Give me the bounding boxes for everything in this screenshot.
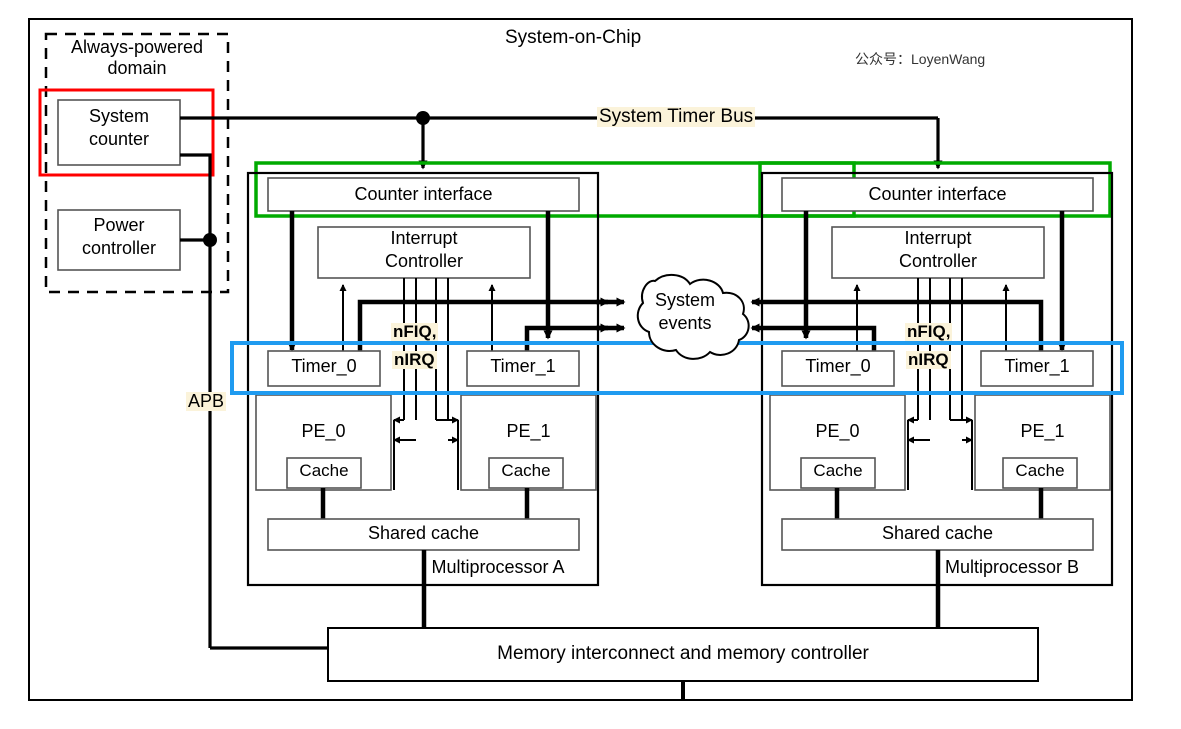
cache-pe1-a-box xyxy=(488,457,564,489)
nirq-label-b: nIRQ xyxy=(906,350,951,369)
apb-junction-dot xyxy=(203,233,217,247)
counter-interface-b-box xyxy=(781,177,1094,212)
system-events-label-line1: System xyxy=(654,290,715,310)
timer1-b-box xyxy=(980,350,1094,387)
apb-label: APB xyxy=(186,391,227,411)
system-counter-label-line1: System xyxy=(88,106,149,126)
pe1-b-label: PE_1 xyxy=(1020,421,1065,441)
interrupt-controller-b-box xyxy=(831,226,1045,279)
always-powered-domain-label-line2: domain xyxy=(107,58,167,78)
system-events-label-line2: events xyxy=(658,313,712,333)
nirq-label-a: nIRQ xyxy=(392,350,437,369)
always-powered-domain-label-line1: Always-powered xyxy=(70,37,204,57)
system-counter-box xyxy=(57,99,181,166)
timer1-b-label: Timer_1 xyxy=(1004,356,1070,376)
shared-cache-b-box xyxy=(781,518,1094,551)
timer0-a-box xyxy=(267,350,381,387)
pe0-a-label: PE_0 xyxy=(301,421,346,441)
timer0-a-to-events xyxy=(357,297,610,360)
cache-pe1-a-label: Cache xyxy=(501,461,551,480)
nfiq-label-a: nFIQ, xyxy=(391,322,439,341)
system-counter-label-line2: counter xyxy=(88,129,150,149)
system-counter-highlight xyxy=(38,88,215,177)
interrupt-controller-b-label-line1: Interrupt xyxy=(904,228,972,248)
cache-pe1-b-box xyxy=(1002,457,1078,489)
shared-cache-b-label: Shared cache xyxy=(881,523,994,543)
timer1-b-to-events xyxy=(750,297,1044,360)
pe0-b-label: PE_0 xyxy=(815,421,860,441)
multiprocessor-b-label: Multiprocessor B xyxy=(944,557,1080,577)
timer0-a-label: Timer_0 xyxy=(291,356,357,376)
soc-boundary xyxy=(28,18,1133,701)
power-controller-label-line2: controller xyxy=(81,238,157,258)
power-controller-label-line1: Power xyxy=(93,215,145,235)
cache-pe1-b-label: Cache xyxy=(1015,461,1065,480)
interrupt-controller-a-label-line1: Interrupt xyxy=(390,228,458,248)
multiprocessor-a-label: Multiprocessor A xyxy=(431,557,565,577)
cache-pe0-a-box xyxy=(286,457,362,489)
pe0-b-box xyxy=(769,394,906,491)
timer0-b-label: Timer_0 xyxy=(805,356,871,376)
timer0-b-to-events xyxy=(750,323,877,360)
counter-interface-highlight-b xyxy=(758,161,1112,218)
timer1-a-label: Timer_1 xyxy=(490,356,556,376)
memory-interconnect-label: Memory interconnect and memory controlle… xyxy=(497,643,869,664)
pe1-a-label: PE_1 xyxy=(506,421,551,441)
cache-pe0-b-box xyxy=(800,457,876,489)
watermark: 公众号：LoyenWang xyxy=(855,51,986,67)
always-powered-domain-boundary xyxy=(44,32,230,294)
interrupt-controller-a-box xyxy=(317,226,531,279)
system-counter-apb-line xyxy=(180,153,212,648)
interrupt-controller-b-label-line2: Controller xyxy=(898,251,978,271)
nfiq-label-b: nFIQ, xyxy=(905,322,953,341)
timer1-a-to-events xyxy=(524,323,610,360)
counter-interface-a-label: Counter interface xyxy=(354,184,493,204)
shared-cache-a-label: Shared cache xyxy=(367,523,480,543)
counter-interface-a-box xyxy=(267,177,580,212)
shared-cache-a-box xyxy=(267,518,580,551)
interrupt-controller-a-label-line2: Controller xyxy=(384,251,464,271)
system-timer-bus-label: System Timer Bus xyxy=(597,106,756,127)
timer0-b-box xyxy=(781,350,895,387)
cache-pe0-a-label: Cache xyxy=(299,461,349,480)
cache-pe0-b-label: Cache xyxy=(813,461,863,480)
counter-interface-b-label: Counter interface xyxy=(868,184,1007,204)
memory-interconnect-box xyxy=(327,627,1039,682)
timer1-a-box xyxy=(466,350,580,387)
system-events-cloud xyxy=(636,274,750,360)
page-title: System-on-Chip xyxy=(505,27,642,48)
